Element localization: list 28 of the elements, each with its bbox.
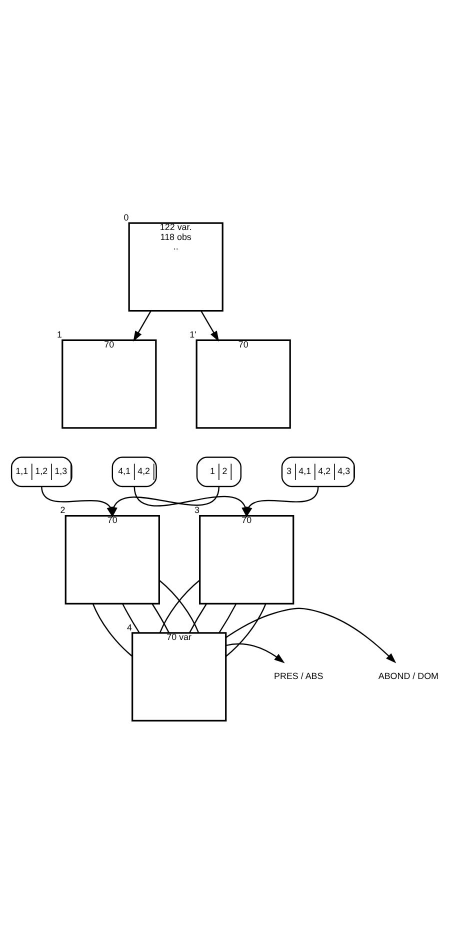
node-box: 70: [196, 339, 291, 429]
node-label: 0: [124, 212, 129, 222]
arrow: [133, 310, 152, 342]
node-box: 70: [64, 514, 160, 604]
node-label: 3: [194, 505, 200, 516]
node-box: 122 var. 118 obs ..: [128, 222, 224, 312]
node-label: 2: [60, 505, 66, 516]
connector: [92, 604, 133, 657]
node-box: 70: [199, 514, 294, 604]
node-box: 70: [62, 339, 157, 429]
node-label: 1: [57, 330, 62, 340]
connector: [122, 604, 140, 634]
node-text: PRES / ABS: [274, 671, 324, 682]
arrow: [226, 643, 285, 664]
arrow: [226, 608, 396, 664]
arrow: [200, 310, 220, 342]
node-label: 4: [126, 622, 132, 632]
connector: [152, 604, 170, 634]
connector: [218, 604, 237, 634]
arrow: [110, 486, 220, 518]
connector: [188, 604, 207, 634]
node-label: 1': [190, 330, 196, 340]
arrow: [245, 486, 319, 518]
node-box: 1 2: [196, 456, 242, 488]
node-text: ABOND / DOM: [378, 671, 438, 682]
connector: [226, 604, 266, 657]
node-box: 4,1 4,2: [112, 456, 157, 488]
node-box: 70 var: [132, 632, 227, 722]
